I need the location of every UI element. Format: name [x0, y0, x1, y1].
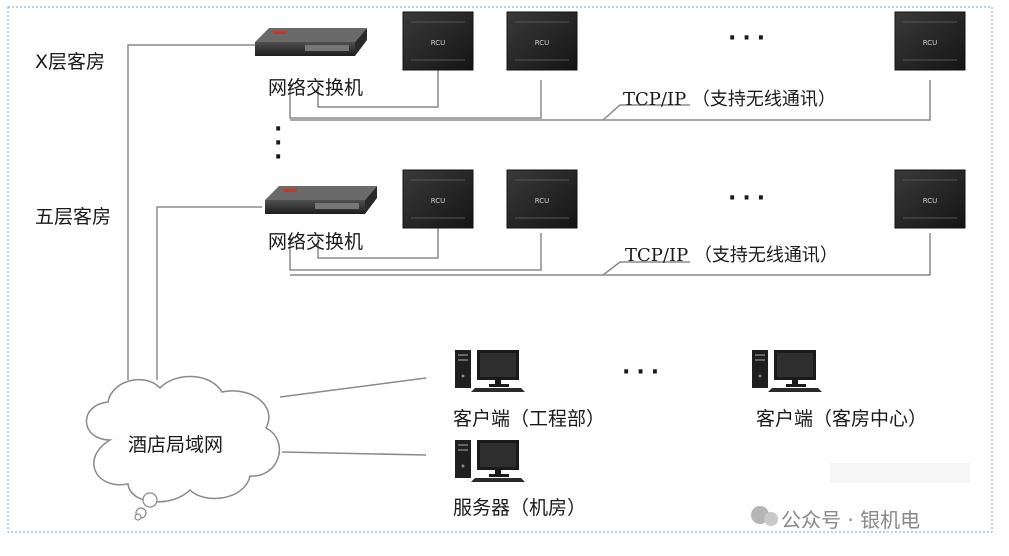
- network-switch-icon: [255, 28, 367, 56]
- tcp-arrow-fifth: [602, 261, 690, 276]
- rcu-panel-icon: [506, 169, 578, 229]
- tcp-bus-top: [290, 80, 931, 121]
- floor-ellipsis-vertical: ···: [274, 117, 283, 170]
- link-top-2: [289, 80, 542, 119]
- link-top-1: [317, 68, 439, 108]
- link-cloud-engineering: [279, 377, 427, 398]
- rcu-panel-icon: [894, 11, 966, 71]
- client-label-guestroom-center: 客户端（客房中心）: [756, 408, 928, 430]
- floor-label-fifth: 五层客房: [35, 206, 112, 228]
- floor-label-top: X层客房: [35, 51, 106, 73]
- rcu-ellipsis-top: ···: [728, 26, 772, 51]
- tcp-arrow-top: [602, 104, 690, 121]
- client-ellipsis: ···: [622, 360, 666, 385]
- lan-cloud-icon: [85, 375, 281, 521]
- wechat-icon: [751, 506, 778, 526]
- link-fifth-1: [317, 225, 439, 259]
- server-label: 服务器（机房）: [453, 497, 587, 519]
- trunk-line-top: [127, 44, 262, 380]
- link-cloud-server: [281, 451, 427, 456]
- rcu-panel-icon: [402, 169, 474, 229]
- network-switch-icon: [265, 186, 377, 214]
- tcp-label-top: TCP/IP （支持无线通讯）: [623, 89, 836, 110]
- link-fifth-2: [289, 233, 542, 271]
- trunk-line-fifth: [156, 206, 262, 380]
- tcp-bus-fifth: [290, 233, 931, 276]
- switch-label-fifth: 网络交换机: [268, 231, 364, 253]
- rcu-panel-icon: [894, 169, 966, 229]
- rcu-ellipsis-fifth: ···: [728, 186, 772, 211]
- client-label-engineering: 客户端（工程部）: [453, 408, 606, 430]
- rcu-panel-icon: [506, 11, 578, 71]
- lan-label: 酒店局域网: [128, 434, 224, 456]
- computer-icon: [455, 350, 525, 392]
- watermark-text: 公众号 · 银机电: [781, 508, 921, 532]
- computer-icon: [752, 350, 822, 392]
- server-computer-icon: [455, 440, 525, 482]
- tcp-label-fifth: TCP/IP （支持无线通讯）: [625, 245, 838, 266]
- switch-label-top: 网络交换机: [268, 77, 364, 99]
- rcu-panel-icon: [402, 11, 474, 71]
